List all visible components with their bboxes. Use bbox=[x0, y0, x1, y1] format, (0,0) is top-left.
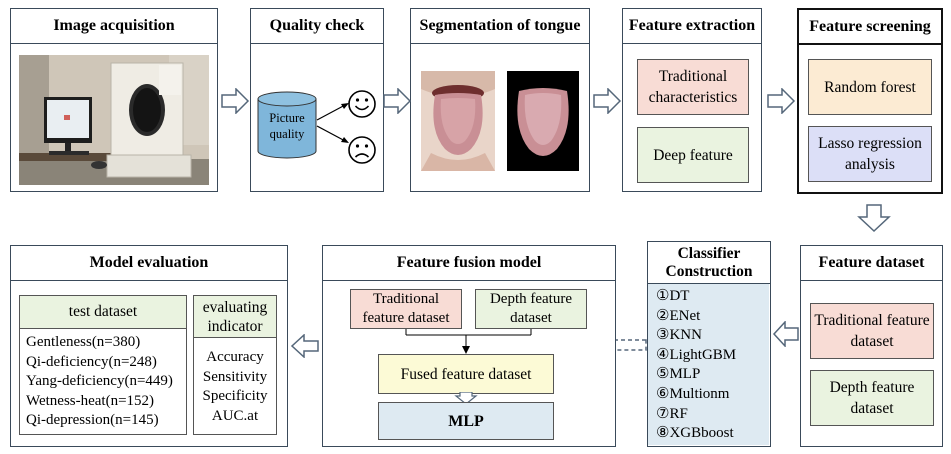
deep-feature-box: Deep feature bbox=[637, 127, 749, 183]
test-dataset-box: test dataset Gentleness(n=380) Qi-defici… bbox=[19, 295, 187, 435]
depth-feature-dataset-box: Depth feature dataset bbox=[475, 289, 587, 329]
feature-screening-panel: Feature screening Random forest Lasso re… bbox=[797, 8, 943, 194]
panel-title: Quality check bbox=[251, 9, 383, 44]
list-item: Sensitivity bbox=[202, 368, 268, 385]
tongue-photo bbox=[421, 71, 495, 171]
mlp-model-box: MLP bbox=[378, 402, 554, 440]
list-item: ⑤MLP bbox=[656, 366, 701, 383]
traditional-feature-dataset-box: Traditional feature dataset bbox=[810, 303, 934, 359]
indicator-list: Accuracy Sensitivity Specificity AUC.at bbox=[194, 348, 276, 426]
test-dataset-list: Gentleness(n=380) Qi-deficiency(n=248) Y… bbox=[26, 333, 173, 431]
traditional-characteristics-box: Traditional characteristics bbox=[637, 59, 749, 115]
right-arrow-icon bbox=[593, 88, 622, 114]
list-item: Specificity bbox=[202, 388, 268, 405]
feature-fusion-panel: Feature fusion model Traditional feature… bbox=[322, 245, 616, 447]
depth-feature-dataset-box: Depth feature dataset bbox=[810, 370, 934, 426]
list-item: ④LightGBM bbox=[656, 346, 737, 363]
list-item: ①DT bbox=[656, 288, 690, 304]
panel-title: Segmentation of tongue bbox=[411, 9, 589, 44]
segmented-tongue-image bbox=[507, 71, 579, 171]
panel-title: Model evaluation bbox=[11, 246, 287, 281]
right-arrow-icon bbox=[221, 88, 250, 114]
evaluating-indicator-header: evaluating indicator bbox=[194, 296, 276, 338]
feature-extraction-panel: Feature extraction Traditional character… bbox=[622, 8, 762, 192]
list-item: ⑥Multionm bbox=[656, 385, 730, 402]
merge-connector bbox=[405, 329, 532, 354]
right-arrow-icon bbox=[383, 88, 412, 114]
picture-quality-label: Picture quality bbox=[269, 111, 305, 141]
panel-title: Feature fusion model bbox=[323, 246, 615, 281]
classifier-construction-panel: Classifier Construction ①DT ②ENet ③KNN ④… bbox=[647, 241, 771, 447]
list-item: Accuracy bbox=[206, 349, 264, 365]
sad-face-icon bbox=[348, 136, 376, 164]
test-dataset-header: test dataset bbox=[20, 296, 186, 329]
list-item: Qi-deficiency(n=248) bbox=[26, 353, 157, 370]
segmentation-panel: Segmentation of tongue bbox=[410, 8, 590, 192]
lasso-regression-box: Lasso regression analysis bbox=[808, 126, 932, 182]
list-item: ②ENet bbox=[656, 307, 701, 324]
model-evaluation-panel: Model evaluation test dataset Gentleness… bbox=[10, 245, 288, 447]
down-arrow-icon bbox=[454, 392, 478, 404]
image-acquisition-panel: Image acquisition bbox=[10, 8, 218, 192]
left-arrow-icon bbox=[772, 321, 799, 347]
feature-dataset-panel: Feature dataset Traditional feature data… bbox=[800, 245, 943, 447]
panel-title: Feature screening bbox=[799, 10, 941, 45]
smiley-face-icon bbox=[348, 90, 376, 118]
list-item: Wetness-heat(n=152) bbox=[26, 392, 155, 409]
list-item: ⑧XGBboost bbox=[656, 425, 734, 442]
list-item: AUC.at bbox=[211, 407, 259, 424]
panel-title: Classifier Construction bbox=[648, 242, 770, 284]
panel-title: Image acquisition bbox=[11, 9, 217, 44]
list-item: Gentleness(n=380) bbox=[26, 334, 141, 350]
list-item: ⑦RF bbox=[656, 405, 688, 422]
list-item: Qi-depression(n=145) bbox=[26, 412, 159, 429]
picture-quality-cylinder bbox=[257, 91, 349, 159]
panel-title: Feature extraction bbox=[623, 9, 761, 44]
classifier-list: ①DT ②ENet ③KNN ④LightGBM ⑤MLP ⑥Multionm … bbox=[648, 284, 769, 445]
left-arrow-icon bbox=[290, 334, 319, 358]
evaluating-indicator-box: evaluating indicator Accuracy Sensitivit… bbox=[193, 295, 277, 435]
right-arrow-icon bbox=[767, 88, 796, 114]
down-arrow-icon bbox=[857, 204, 891, 233]
list-item: ③KNN bbox=[656, 327, 702, 344]
random-forest-box: Random forest bbox=[808, 59, 932, 115]
list-item: Yang-deficiency(n=449) bbox=[26, 373, 173, 390]
panel-title: Feature dataset bbox=[801, 246, 942, 281]
traditional-feature-dataset-box: Traditional feature dataset bbox=[350, 289, 462, 329]
quality-check-panel: Quality check Picture quality bbox=[250, 8, 384, 192]
acquisition-device-photo bbox=[19, 55, 209, 185]
fused-feature-dataset-box: Fused feature dataset bbox=[378, 354, 554, 394]
